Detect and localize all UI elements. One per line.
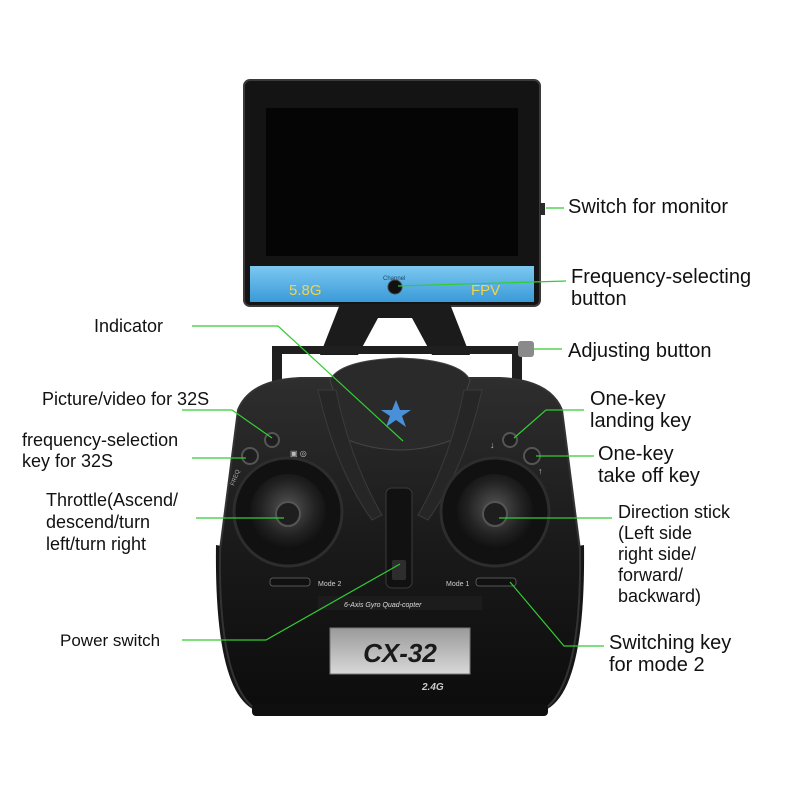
leader-indicator xyxy=(192,325,404,442)
mode-2-indicator xyxy=(269,577,311,587)
frequency-selecting-button[interactable] xyxy=(387,279,403,295)
label-switching-key-line2: for mode 2 xyxy=(609,654,705,676)
leader-switching-key xyxy=(509,581,604,647)
monitor-mount xyxy=(272,304,534,398)
mode-switching-key[interactable] xyxy=(475,577,517,587)
label-direction-line3: right side/ xyxy=(618,544,697,564)
label-one-key-takeoff-line1: One-key xyxy=(598,443,674,465)
label-one-key-landing-line1: One-key xyxy=(590,388,666,410)
label-direction-line2: (Left side xyxy=(618,523,693,543)
fpv-monitor: 5.8G FPV Channel xyxy=(243,79,545,307)
model-plate xyxy=(329,627,471,675)
camera-icon: ▣ ◎ xyxy=(290,449,307,458)
label-picture-video: Picture/video for 32S xyxy=(42,389,210,409)
label-freq-selection-line2: key for 32S xyxy=(22,451,114,471)
label-indicator: Indicator xyxy=(94,316,164,336)
freq-tag: FREQ xyxy=(230,469,241,487)
leader-picture-video xyxy=(182,409,273,439)
one-key-landing-button[interactable] xyxy=(502,432,518,448)
adjusting-button[interactable] xyxy=(518,341,534,357)
label-frequency-selecting-line2: button xyxy=(571,288,627,310)
direction-stick[interactable] xyxy=(482,501,508,527)
transmitter: ▣ ◎ ↓ ↑ FREQ Mode 2 Mode 1 6-Axis Gyro Q… xyxy=(215,357,585,716)
channel-label: Channel xyxy=(383,276,405,282)
model-name: CX-32 xyxy=(363,638,437,668)
label-direction-line5: backward) xyxy=(618,586,702,606)
label-direction-line1: Direction stick xyxy=(618,502,731,522)
leader-power-switch xyxy=(182,563,401,641)
label-frequency-selecting-line1: Frequency-selecting xyxy=(571,266,752,288)
label-direction-line4: forward/ xyxy=(618,565,684,585)
fpv-label: FPV xyxy=(471,282,500,299)
mode-1-tag: Mode 1 xyxy=(446,581,469,588)
label-switch-for-monitor: Switch for monitor xyxy=(568,196,729,218)
subtitle-plate: 6-Axis Gyro Quad-copter xyxy=(344,602,422,609)
leader-frequency-selecting xyxy=(397,280,567,287)
label-one-key-takeoff-line2: take off key xyxy=(598,465,700,487)
label-adjusting-button: Adjusting button xyxy=(568,340,712,362)
landing-arrow-icon: ↓ xyxy=(490,440,495,450)
label-throttle-line1: Throttle(Ascend/ xyxy=(46,490,179,510)
label-throttle-line2: descend/turn xyxy=(46,512,151,532)
leader-lines xyxy=(182,207,612,647)
indicator-star-icon xyxy=(381,400,411,427)
monitor-screen xyxy=(266,108,518,256)
label-one-key-landing-line2: landing key xyxy=(590,410,692,432)
mode-2-tag: Mode 2 xyxy=(318,581,341,588)
leader-landing xyxy=(513,409,584,439)
band-tag: 2.4G xyxy=(421,682,444,693)
takeoff-arrow-icon: ↑ xyxy=(538,466,543,476)
monitor-switch[interactable] xyxy=(540,203,545,215)
band-label: 5.8G xyxy=(289,282,322,299)
picture-video-button[interactable] xyxy=(264,432,280,448)
power-switch[interactable] xyxy=(392,560,406,580)
label-throttle-line3: left/turn right xyxy=(46,534,147,554)
throttle-stick[interactable] xyxy=(275,501,301,527)
label-freq-selection-line1: frequency-selection xyxy=(22,430,179,450)
label-switching-key-line1: Switching key xyxy=(609,632,732,654)
frequency-selection-key[interactable] xyxy=(241,447,259,465)
label-power-switch: Power switch xyxy=(60,631,161,650)
